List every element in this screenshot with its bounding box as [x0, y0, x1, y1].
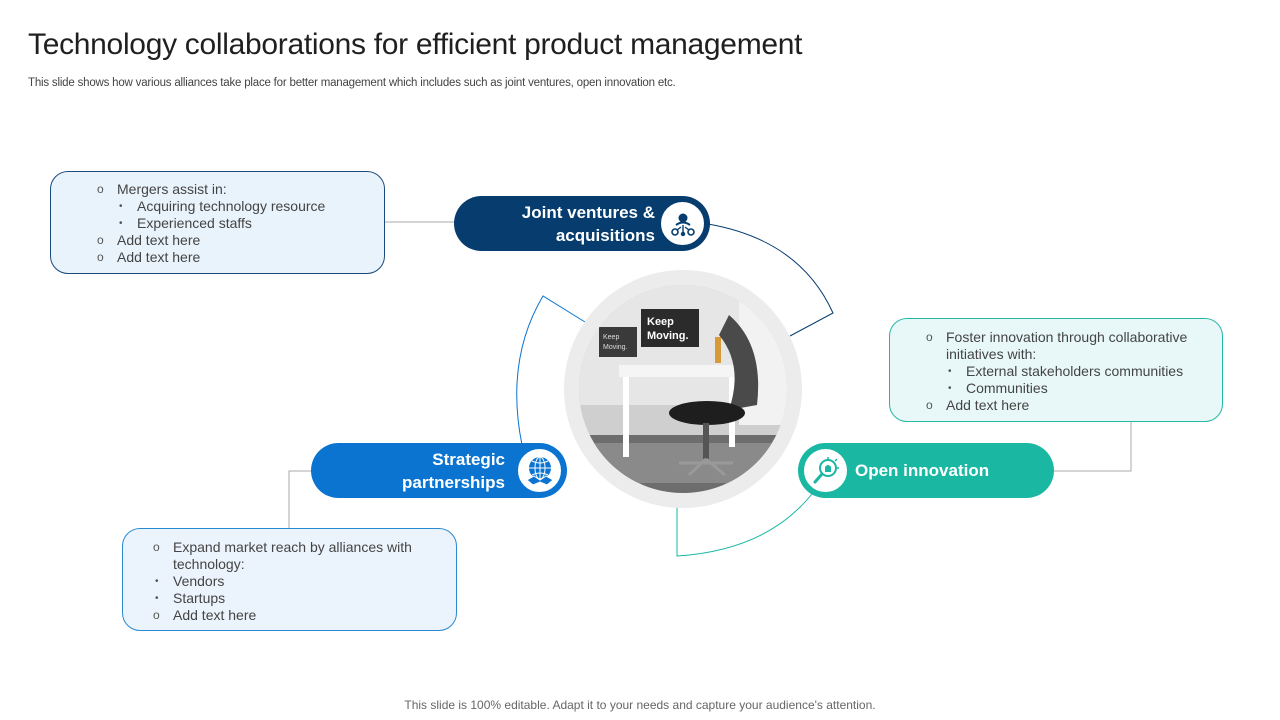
- open-innovation-label: Open innovation: [855, 461, 990, 480]
- list-item: Add text here: [97, 232, 384, 249]
- strategic-partnerships-pill: Strategic partnerships: [311, 443, 567, 498]
- strategic-label-2: partnerships: [402, 473, 505, 492]
- list-subitem: Experienced staffs: [117, 215, 384, 232]
- list-item: Add text here: [926, 397, 1222, 414]
- list-item: Add text here: [153, 607, 456, 624]
- arc-jv: [707, 223, 834, 337]
- center-image: Keep Moving. Keep Moving.: [579, 285, 787, 493]
- list-item: Mergers assist in:: [97, 181, 384, 198]
- strategic-label-1: Strategic: [432, 450, 505, 469]
- list-subitem: Communities: [946, 380, 1222, 397]
- connector-sp: [288, 470, 313, 528]
- list-subitem: Acquiring technology resource: [117, 198, 384, 215]
- open-innovation-textbox: Foster innovation through collaborativei…: [889, 318, 1223, 422]
- globe-handshake-icon: [516, 447, 563, 494]
- strategic-partnerships-textbox: Expand market reach by alliances withtec…: [122, 528, 457, 631]
- arc-sp: [516, 295, 586, 446]
- lightbulb-search-icon: [802, 447, 849, 494]
- list-subitem: Startups: [153, 590, 456, 607]
- joint-ventures-textbox: Mergers assist in: Acquiring technology …: [50, 171, 385, 274]
- page-title: Technology collaborations for efficient …: [28, 28, 803, 61]
- list-item: Foster innovation through collaborativei…: [926, 329, 1222, 363]
- laptop-text-2: Moving.: [603, 344, 628, 351]
- connector-oi: [1052, 421, 1132, 472]
- page-subtitle: This slide shows how various alliances t…: [28, 77, 676, 89]
- list-subitem: External stakeholders communities: [946, 363, 1222, 380]
- open-innovation-pill: Open innovation: [798, 443, 1054, 498]
- list-item: Add text here: [97, 249, 384, 266]
- joint-ventures-pill: Joint ventures & acquisitions: [454, 196, 710, 251]
- joint-ventures-label-1: Joint ventures &: [521, 203, 655, 222]
- people-network-icon: [659, 200, 706, 247]
- list-item: Expand market reach by alliances withtec…: [153, 539, 456, 573]
- joint-ventures-label-2: acquisitions: [555, 226, 655, 245]
- screen-text-1: Keep: [647, 316, 674, 328]
- footer-note: This slide is 100% editable. Adapt it to…: [404, 698, 876, 712]
- arc-oi: [676, 489, 816, 557]
- screen-text-2: Moving.: [647, 330, 689, 342]
- laptop-text-1: Keep: [603, 334, 619, 341]
- list-subitem: Vendors: [153, 573, 456, 590]
- desk-photo: Keep Moving. Keep Moving.: [579, 285, 787, 493]
